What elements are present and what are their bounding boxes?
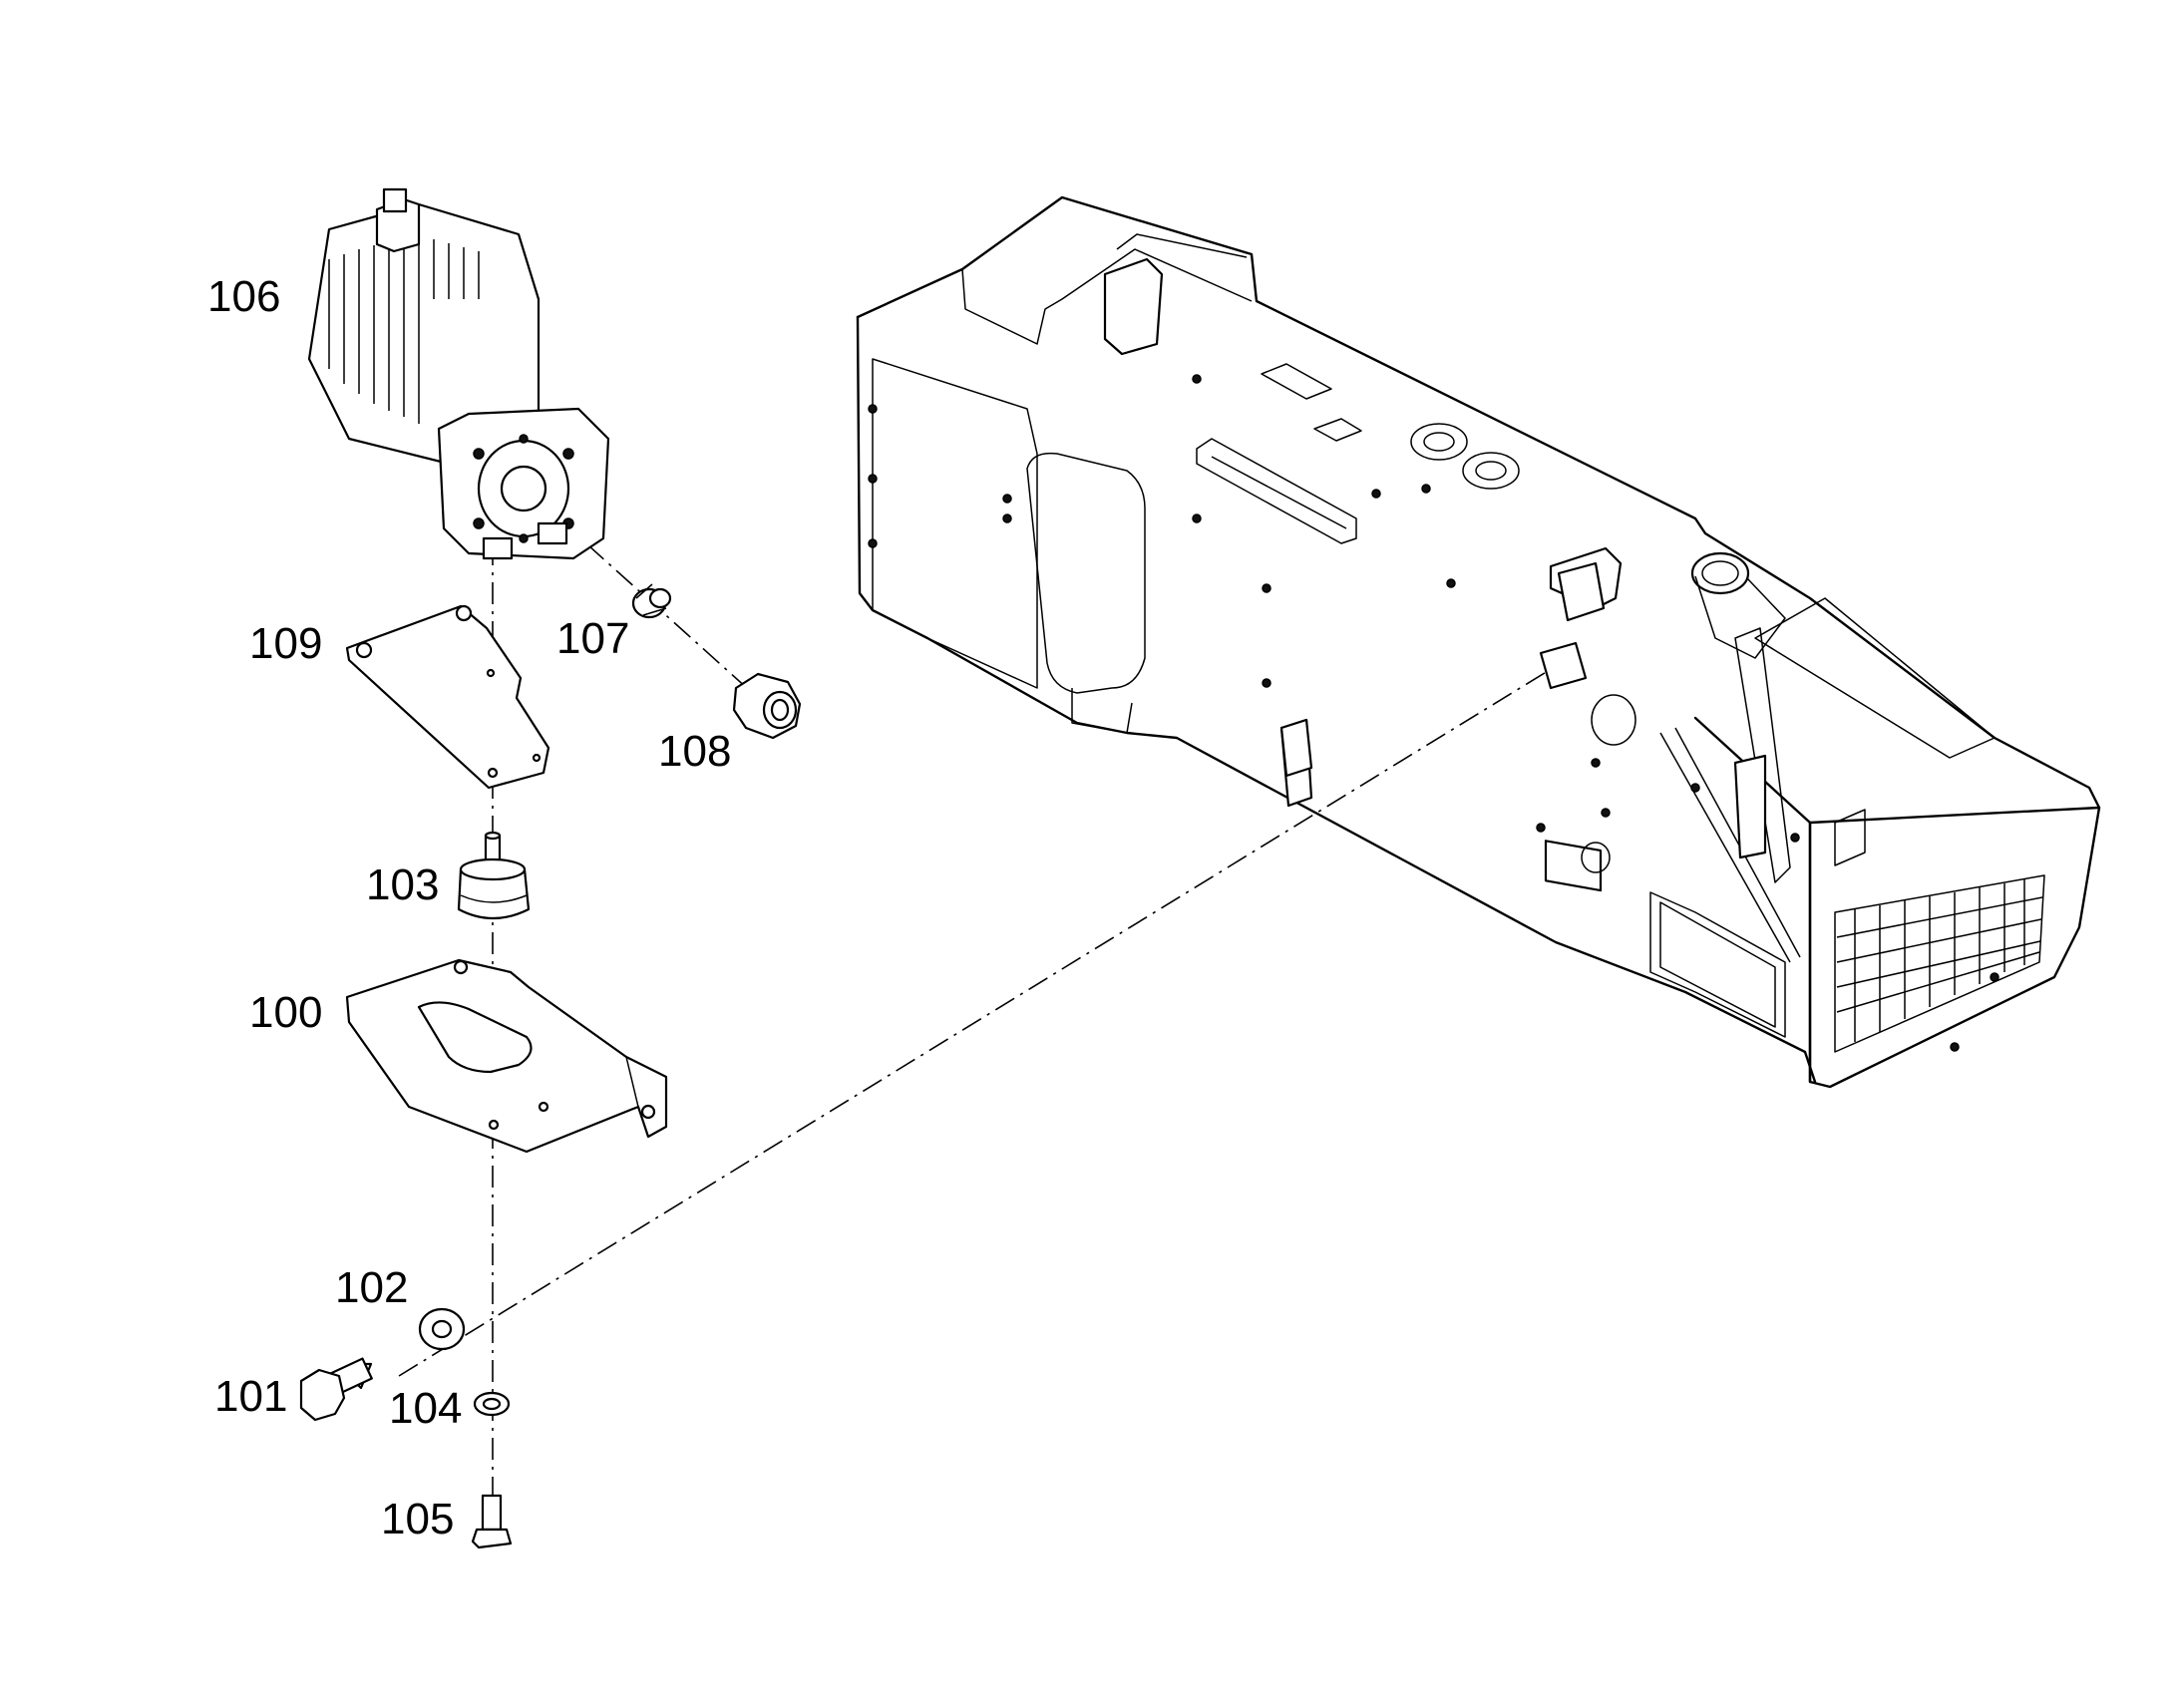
part-105-screw [471, 1494, 513, 1549]
callout-102: 102 [335, 1263, 408, 1312]
callout-105: 105 [381, 1495, 454, 1543]
axis-line-to-housing [398, 662, 1562, 1377]
part-106-motor-pump [307, 187, 610, 560]
part-108-nut [732, 672, 802, 740]
callout-labels: 106 109 107 108 103 100 102 101 104 105 [207, 272, 731, 1543]
housing-bottom-edge [856, 315, 1817, 1084]
part-101-bolt [299, 1357, 373, 1422]
housing-mount-tab [1539, 641, 1588, 690]
callout-109: 109 [249, 619, 322, 668]
housing-top-edge [856, 195, 2101, 810]
callout-100: 100 [249, 988, 322, 1037]
assembly-axis-lines [398, 517, 1562, 1496]
part-102-washer [418, 1307, 466, 1351]
housing-fasteners [868, 374, 1999, 1052]
part-100-bracket [345, 958, 668, 1154]
callout-104: 104 [389, 1384, 462, 1433]
callout-101: 101 [214, 1372, 287, 1421]
callout-108: 108 [658, 727, 731, 776]
part-109-plate [345, 604, 550, 790]
part-107-fitting [631, 583, 672, 619]
part-103-mount [457, 831, 531, 919]
part-104-washer [473, 1391, 511, 1417]
vent-grille [1834, 874, 2045, 1053]
housing-end-face [1808, 806, 2101, 1089]
housing-assembly [856, 195, 2101, 1089]
callout-106: 106 [207, 272, 280, 321]
callout-103: 103 [366, 860, 439, 909]
callout-107: 107 [556, 614, 629, 663]
